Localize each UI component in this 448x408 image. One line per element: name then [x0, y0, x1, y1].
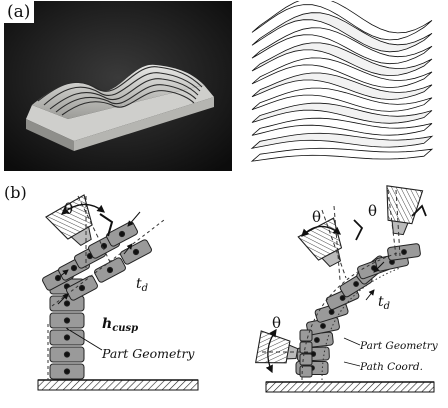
bead-center-dot: [63, 351, 71, 358]
bead-center-dot: [63, 317, 71, 324]
wireframe-layer: [251, 57, 433, 89]
right-schematic: θ θ θ td Part Geometry Path Coord.: [255, 185, 439, 393]
bead-center-dot: [63, 368, 71, 375]
bead-center-dot: [339, 295, 346, 301]
wireframe-layer: [251, 42, 433, 77]
wireframe-layer: [250, 132, 434, 149]
panel-b-label: (b): [4, 183, 27, 202]
right-theta-label-top: θ: [368, 202, 377, 220]
deposited-bead: [299, 365, 313, 378]
deposition-schematic: (b) θ td hcusp Part Geometry: [4, 183, 439, 393]
bead-center-dot: [353, 281, 360, 287]
bead-center-dot: [106, 266, 114, 274]
layer-wireframe-render: [238, 1, 446, 171]
wireframe-layer: [251, 72, 433, 100]
wireframe-layer: [250, 147, 434, 162]
right-part-geometry-label: Part Geometry: [359, 340, 439, 352]
bead-center-dot: [63, 334, 71, 341]
left-schematic: θ td hcusp Part Geometry: [37, 194, 199, 391]
bead-center-dot: [118, 230, 126, 238]
right-theta-label-middle: θ: [312, 208, 321, 226]
panel-a-label: (a): [7, 2, 30, 22]
bead-center-dot: [132, 248, 140, 256]
bead-center-dot: [401, 249, 407, 255]
right-td-label: td: [378, 294, 390, 312]
wireframe-layer: [251, 12, 433, 53]
right-theta-label-bottom: θ: [272, 314, 281, 332]
left-hcusp-label: hcusp: [102, 316, 138, 334]
wireframe-layer: [251, 27, 433, 65]
printed-part-photo: (a): [4, 1, 232, 171]
right-path-coord-label: Path Coord.: [359, 361, 423, 373]
deposited-bead: [299, 353, 313, 366]
left-theta-label: θ: [64, 200, 73, 218]
wireframe-layer: [251, 117, 433, 136]
deposited-bead: [299, 329, 313, 342]
bead-center-dot: [63, 300, 71, 307]
bead-center-dot: [313, 337, 320, 343]
bead-center-dot: [70, 264, 78, 272]
bead-center-dot: [320, 323, 326, 329]
left-part-geometry-label: Part Geometry: [101, 346, 195, 361]
bead-center-dot: [78, 284, 86, 292]
left-td-label: td: [136, 276, 148, 294]
wireframe-layer: [251, 1, 433, 41]
wireframe-layer: [251, 87, 433, 112]
wireframe-layer: [251, 102, 433, 124]
